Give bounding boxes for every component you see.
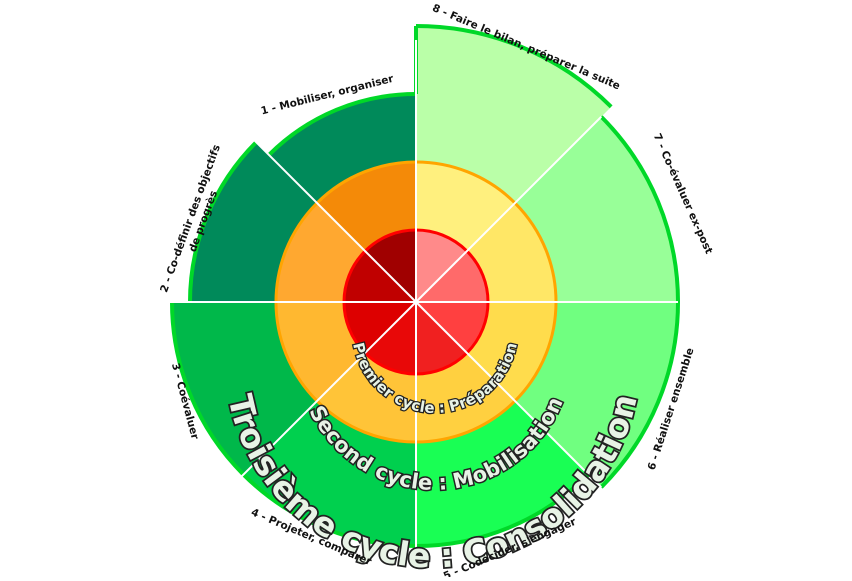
outer-border-arc-step-4 xyxy=(242,473,417,548)
sector-inner-step-6 xyxy=(416,302,488,353)
sector-inner-step-5 xyxy=(416,302,467,374)
sector-inner-step-3 xyxy=(344,302,416,353)
outer-border-arc-step-2 xyxy=(188,140,258,303)
divider-8 xyxy=(415,116,602,303)
outer-border-arc-step-5 xyxy=(415,473,590,548)
sector-inner-step-7 xyxy=(416,251,488,302)
outer-border-arc-step-8 xyxy=(415,24,613,109)
outer-border-arc-step-1 xyxy=(267,92,417,157)
sector-inner-step-4 xyxy=(365,302,416,374)
sector-inner-step-8 xyxy=(416,230,467,302)
sector-dividers xyxy=(154,40,678,564)
wheel-sectors xyxy=(172,26,678,546)
sector-inner-step-2 xyxy=(344,251,416,302)
divider-4 xyxy=(230,301,417,488)
outer-border-arc-step-7 xyxy=(599,115,680,303)
divider-6 xyxy=(415,301,602,488)
divider-2 xyxy=(230,116,417,303)
outer-border-arc-step-3 xyxy=(170,301,245,476)
sector-inner-step-1 xyxy=(365,230,416,302)
outer-border-arc-step-6 xyxy=(599,301,680,489)
